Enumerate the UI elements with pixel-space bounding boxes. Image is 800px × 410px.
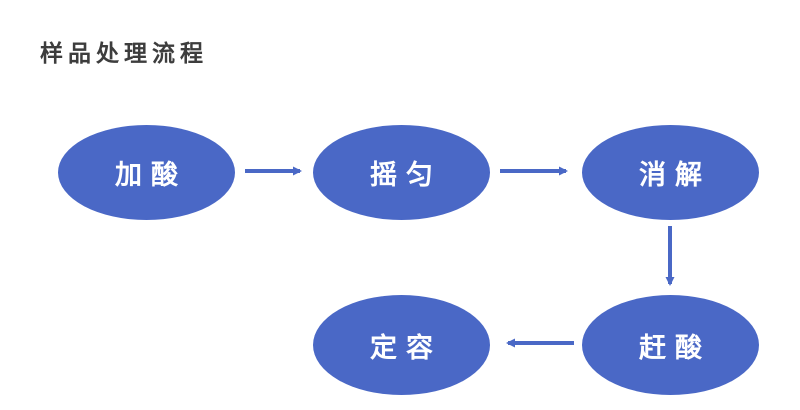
flow-node-label: 加酸 [115, 160, 187, 190]
page-title: 样品处理流程 [40, 40, 208, 66]
flow-node-yaoyun: 摇匀 [313, 125, 490, 220]
flow-node-dingrong: 定容 [313, 295, 490, 395]
flow-node-xiaojie: 消解 [582, 125, 759, 220]
flow-node-label: 定容 [370, 332, 442, 363]
flow-node-label: 赶酸 [639, 332, 711, 363]
flow-node-label: 消解 [639, 160, 711, 190]
flow-node-gansuan: 赶酸 [582, 295, 759, 395]
flow-node-jiasuan: 加酸 [58, 125, 235, 220]
flow-node-label: 摇匀 [370, 160, 442, 190]
